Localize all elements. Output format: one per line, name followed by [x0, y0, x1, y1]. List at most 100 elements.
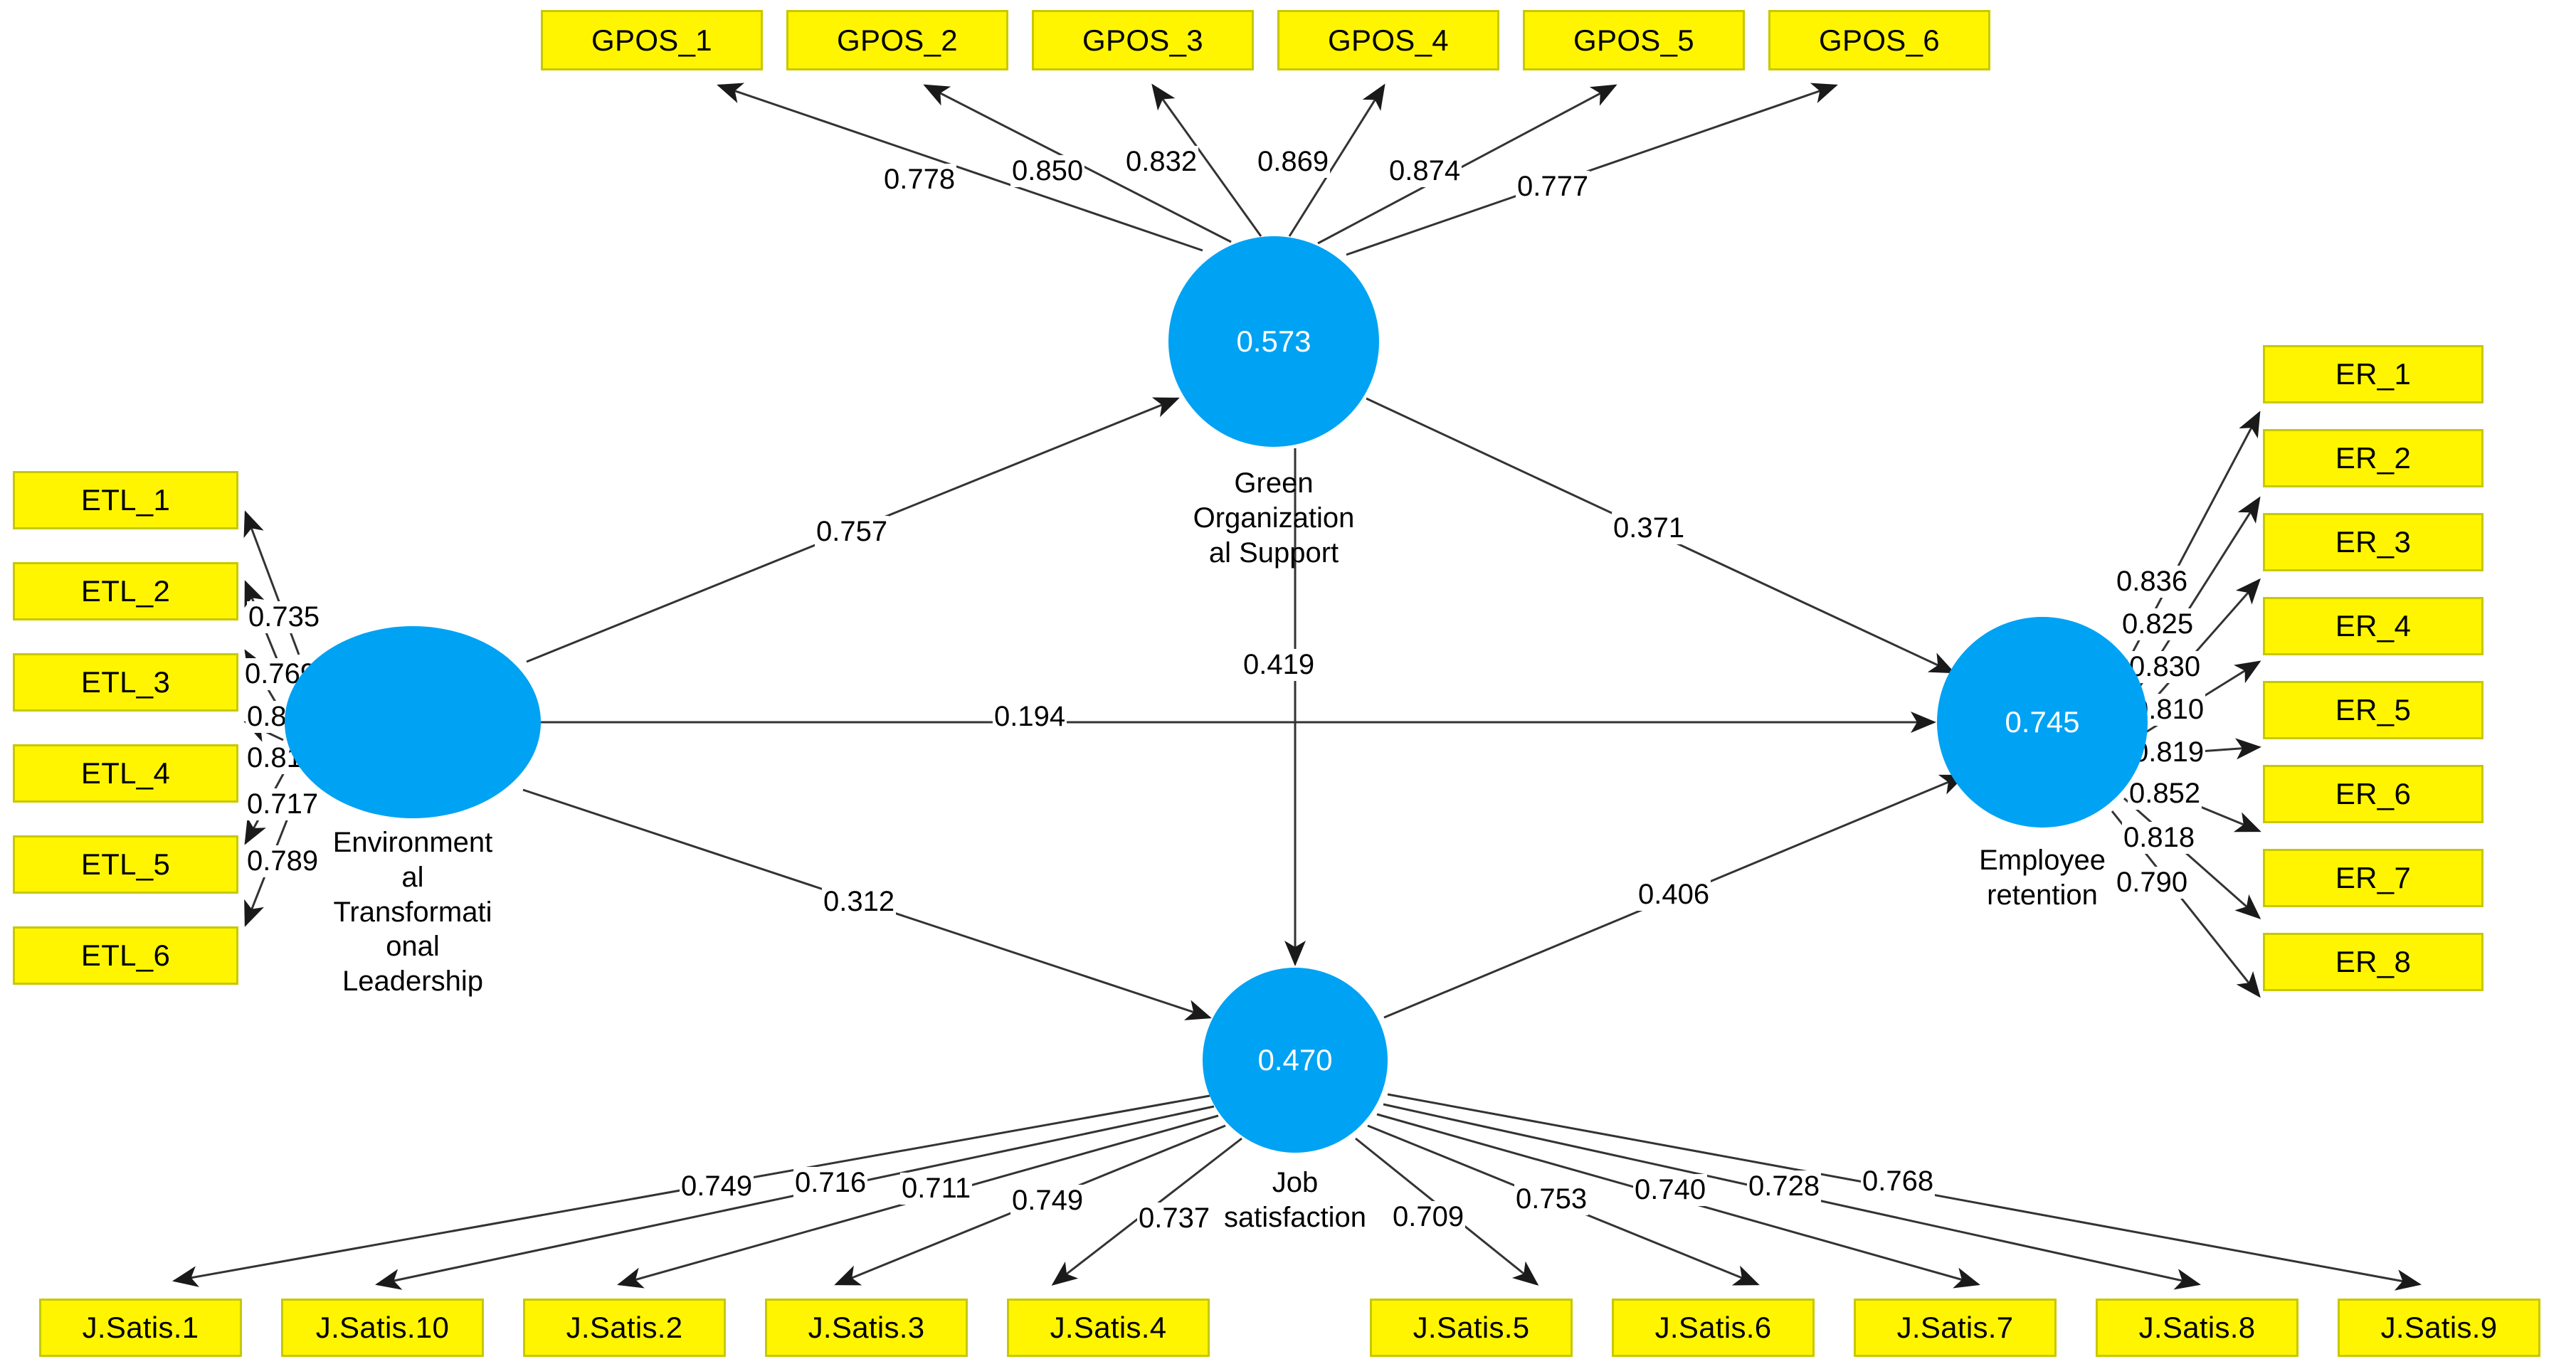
indicator-box-etl-3[interactable]: ETL_3	[13, 653, 238, 712]
construct-label-jsat: Job satisfaction	[1223, 1167, 1367, 1233]
path-coef-etl-gpos: 0.757	[815, 516, 890, 548]
indicator-box-gpos-1[interactable]: GPOS_1	[541, 10, 763, 70]
loading-jsatis-7: 0.740	[1633, 1174, 1708, 1206]
indicator-box-jsatis-10[interactable]: J.Satis.10	[281, 1299, 484, 1357]
indicator-box-gpos-6[interactable]: GPOS_6	[1768, 10, 1990, 70]
construct-label-er: Employee retention	[1979, 845, 2106, 911]
construct-value: 0.573	[1236, 324, 1311, 358]
indicator-box-gpos-4[interactable]: GPOS_4	[1277, 10, 1499, 70]
indicator-box-gpos-2[interactable]: GPOS_2	[786, 10, 1008, 70]
construct-value: 0.745	[2005, 705, 2080, 739]
indicator-label: J.Satis.8	[2138, 1311, 2256, 1344]
loading-jsatis-8: 0.728	[1747, 1170, 1822, 1202]
construct-circle-etl[interactable]	[285, 626, 541, 818]
indicator-label: ETL_4	[80, 756, 171, 790]
indicator-label: ER_1	[2335, 357, 2412, 391]
indicator-box-er-4[interactable]: ER_4	[2263, 597, 2483, 655]
indicator-box-er-3[interactable]: ER_3	[2263, 513, 2483, 571]
indicator-box-jsatis-6[interactable]: J.Satis.6	[1612, 1299, 1815, 1357]
indicator-label: GPOS_3	[1082, 23, 1203, 57]
indicator-label: J.Satis.10	[315, 1311, 450, 1344]
indicator-label: J.Satis.6	[1654, 1311, 1772, 1344]
construct-value: 0.470	[1257, 1043, 1333, 1077]
indicator-label: J.Satis.5	[1413, 1311, 1530, 1344]
path-coef-jsat-er: 0.406	[1637, 879, 1711, 911]
path-coef-gpos-jsat: 0.419	[1242, 649, 1316, 681]
indicator-label: J.Satis.3	[808, 1311, 925, 1344]
indicator-box-jsatis-4[interactable]: J.Satis.4	[1007, 1299, 1210, 1357]
indicator-box-etl-1[interactable]: ETL_1	[13, 471, 238, 529]
indicator-label: ETL_6	[80, 939, 171, 972]
construct-circle-gpos[interactable]: 0.573	[1168, 236, 1379, 447]
indicator-label: ETL_3	[80, 665, 171, 699]
construct-circle-er[interactable]: 0.745	[1937, 617, 2148, 828]
indicator-label: GPOS_6	[1819, 23, 1940, 57]
loading-er-8: 0.790	[2115, 867, 2190, 899]
indicator-box-er-1[interactable]: ER_1	[2263, 345, 2483, 403]
indicator-label: ER_6	[2335, 777, 2412, 810]
construct-circle-jsat[interactable]: 0.470	[1203, 968, 1388, 1153]
loading-er-3: 0.830	[2128, 651, 2202, 683]
construct-label-gpos: Green Organization al Support	[1193, 467, 1355, 569]
indicator-box-er-6[interactable]: ER_6	[2263, 765, 2483, 823]
loading-er-7: 0.818	[2122, 822, 2197, 854]
loading-jsatis-2: 0.711	[900, 1173, 973, 1205]
loading-jsatis-3: 0.749	[1010, 1185, 1085, 1217]
loading-gpos-6: 0.777	[1516, 171, 1590, 203]
indicator-box-jsatis-9[interactable]: J.Satis.9	[2338, 1299, 2540, 1357]
indicator-label: J.Satis.7	[1896, 1311, 2014, 1344]
indicator-label: J.Satis.2	[566, 1311, 683, 1344]
loading-jsatis-5: 0.709	[1391, 1201, 1466, 1233]
indicator-label: ER_2	[2335, 441, 2412, 475]
indicator-label: GPOS_2	[837, 23, 958, 57]
loading-etl-5: 0.717	[246, 788, 320, 820]
indicator-box-etl-2[interactable]: ETL_2	[13, 562, 238, 620]
indicator-label: J.Satis.1	[82, 1311, 199, 1344]
indicator-label: ETL_2	[80, 574, 171, 608]
construct-label-etl: Environment al Transformati onal Leaders…	[332, 827, 493, 998]
loading-gpos-4: 0.869	[1256, 146, 1331, 178]
loading-etl-1: 0.735	[247, 601, 322, 633]
loading-er-2: 0.825	[2121, 608, 2195, 640]
loading-er-1: 0.836	[2115, 566, 2190, 598]
indicator-label: ER_5	[2335, 693, 2412, 726]
path-coef-etl-jsat: 0.312	[822, 886, 897, 918]
loading-gpos-1: 0.778	[882, 164, 957, 196]
loading-gpos-2: 0.850	[1010, 155, 1085, 187]
indicator-label: GPOS_1	[591, 23, 712, 57]
indicator-box-er-2[interactable]: ER_2	[2263, 429, 2483, 487]
indicator-box-er-8[interactable]: ER_8	[2263, 933, 2483, 991]
loading-jsatis-1: 0.749	[680, 1170, 754, 1202]
indicator-box-jsatis-3[interactable]: J.Satis.3	[765, 1299, 968, 1357]
loading-jsatis-10: 0.716	[793, 1167, 868, 1199]
indicator-box-jsatis-5[interactable]: J.Satis.5	[1370, 1299, 1573, 1357]
indicator-label: GPOS_5	[1573, 23, 1694, 57]
loading-er-6: 0.852	[2128, 778, 2202, 810]
loading-jsatis-6: 0.753	[1514, 1183, 1589, 1215]
path-coef-etl-er: 0.194	[993, 701, 1067, 733]
indicator-label: ER_7	[2335, 861, 2412, 894]
indicator-label: ER_3	[2335, 525, 2412, 559]
indicator-box-jsatis-1[interactable]: J.Satis.1	[39, 1299, 242, 1357]
indicator-box-er-7[interactable]: ER_7	[2263, 849, 2483, 907]
indicator-box-jsatis-7[interactable]: J.Satis.7	[1854, 1299, 2057, 1357]
indicator-label: ETL_1	[80, 483, 171, 517]
indicator-label: J.Satis.9	[2380, 1311, 2498, 1344]
indicator-label: ER_4	[2335, 609, 2412, 643]
indicator-box-jsatis-2[interactable]: J.Satis.2	[523, 1299, 726, 1357]
loading-etl-6: 0.789	[246, 845, 320, 877]
indicator-label: ETL_5	[80, 847, 171, 881]
loading-jsatis-4: 0.737	[1137, 1202, 1212, 1235]
indicator-label: GPOS_4	[1328, 23, 1449, 57]
indicator-box-etl-4[interactable]: ETL_4	[13, 744, 238, 803]
indicator-label: J.Satis.4	[1050, 1311, 1167, 1344]
indicator-box-er-5[interactable]: ER_5	[2263, 681, 2483, 739]
loading-gpos-3: 0.832	[1124, 146, 1199, 178]
indicator-box-etl-5[interactable]: ETL_5	[13, 835, 238, 894]
path-coef-gpos-er: 0.371	[1612, 512, 1686, 544]
indicator-box-jsatis-8[interactable]: J.Satis.8	[2096, 1299, 2298, 1357]
indicator-box-etl-6[interactable]: ETL_6	[13, 926, 238, 985]
indicator-box-gpos-3[interactable]: GPOS_3	[1032, 10, 1254, 70]
indicator-box-gpos-5[interactable]: GPOS_5	[1523, 10, 1745, 70]
